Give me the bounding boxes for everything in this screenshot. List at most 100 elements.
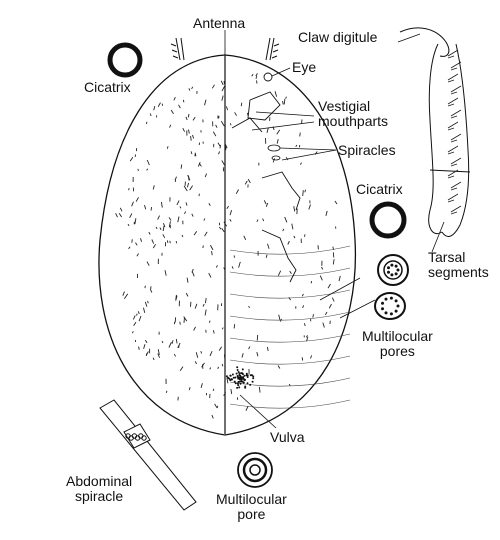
seta xyxy=(191,271,195,277)
vulva-pore-dot xyxy=(234,382,237,385)
vulva-pore-dot xyxy=(241,368,244,371)
vulva-pore-dot xyxy=(238,380,241,383)
label-eye: Eye xyxy=(292,59,317,75)
vulva-pore-dot xyxy=(236,382,239,385)
seta xyxy=(262,218,265,222)
seta xyxy=(256,351,259,357)
seta xyxy=(322,322,325,328)
seta xyxy=(289,270,292,275)
seta xyxy=(191,213,194,217)
label-abdominal-spiracle: Abdominal spiracle xyxy=(66,473,133,504)
seta xyxy=(235,189,239,195)
seta xyxy=(138,315,142,322)
seta xyxy=(197,162,201,167)
seta xyxy=(134,218,137,225)
seta xyxy=(217,366,219,370)
seta xyxy=(221,85,226,92)
mouthparts xyxy=(247,91,281,121)
seta xyxy=(118,213,122,218)
seta xyxy=(182,127,186,132)
seta xyxy=(209,367,212,370)
seta xyxy=(166,146,169,149)
seta xyxy=(210,244,214,251)
seta xyxy=(200,350,203,354)
seta xyxy=(152,243,156,249)
segment-line xyxy=(229,311,351,321)
seta xyxy=(221,160,225,166)
seta xyxy=(208,320,211,323)
seta xyxy=(238,261,241,268)
seta xyxy=(144,285,146,289)
spiracle-ring xyxy=(141,435,147,441)
seta xyxy=(272,158,276,163)
seta xyxy=(332,252,335,258)
seta xyxy=(137,311,140,314)
seta xyxy=(243,235,247,240)
seta xyxy=(258,386,261,393)
seta xyxy=(157,353,161,358)
seta xyxy=(191,86,194,90)
seta xyxy=(168,217,172,221)
seta xyxy=(171,340,174,344)
vulva-pore-dot xyxy=(225,375,228,378)
body-outline xyxy=(98,54,357,436)
multilocular-pore-icon-1 xyxy=(377,254,409,286)
seta xyxy=(195,352,199,358)
leg-seta xyxy=(447,97,459,107)
seta xyxy=(175,294,177,300)
segment-line xyxy=(229,333,351,343)
seta xyxy=(135,242,138,246)
seta xyxy=(220,120,225,127)
seta xyxy=(155,226,158,230)
vulva-pore-dot xyxy=(238,372,241,375)
seta xyxy=(136,313,138,316)
seta xyxy=(145,121,148,125)
seta xyxy=(131,201,134,207)
seta xyxy=(327,283,331,289)
spiracle-marks xyxy=(267,144,281,161)
seta xyxy=(255,73,258,77)
seta xyxy=(219,144,221,149)
seta xyxy=(122,291,125,296)
seta xyxy=(140,238,143,242)
label-cicatrix-right: Cicatrix xyxy=(356,181,403,197)
label-vulva: Vulva xyxy=(270,429,305,445)
vulva-pore-dot xyxy=(237,384,240,387)
label-cicatrix-left: Cicatrix xyxy=(84,79,131,95)
vulva-pore-dot xyxy=(246,376,249,378)
vulva-pore-dot xyxy=(241,380,244,383)
seta xyxy=(157,349,160,355)
seta xyxy=(128,187,130,191)
seta xyxy=(185,202,188,206)
seta xyxy=(193,326,196,331)
seta xyxy=(319,275,323,281)
pore-loculus xyxy=(387,266,390,270)
seta xyxy=(276,129,281,135)
seta xyxy=(177,342,181,349)
abdominal-spiracle-drawing xyxy=(99,399,197,511)
seta xyxy=(218,151,221,155)
pore-loculus xyxy=(390,273,394,277)
seta xyxy=(192,116,196,121)
seta xyxy=(276,139,279,144)
seta xyxy=(138,346,140,350)
seta xyxy=(321,266,324,270)
seta xyxy=(161,103,164,106)
seta xyxy=(194,303,198,309)
seta xyxy=(175,338,178,344)
seta xyxy=(204,297,207,304)
seta xyxy=(265,202,269,207)
leg-detail xyxy=(399,27,471,237)
seta xyxy=(191,268,194,273)
seta xyxy=(216,405,219,409)
leg-seta xyxy=(447,121,459,131)
label-antenna: Antenna xyxy=(193,15,246,31)
seta xyxy=(119,207,123,212)
vulva-pore-dot xyxy=(236,375,239,378)
seta xyxy=(179,206,182,209)
seta xyxy=(129,157,134,162)
pore-loculus xyxy=(390,263,394,267)
seta xyxy=(169,240,171,244)
seta xyxy=(223,392,227,396)
seta xyxy=(194,152,197,157)
